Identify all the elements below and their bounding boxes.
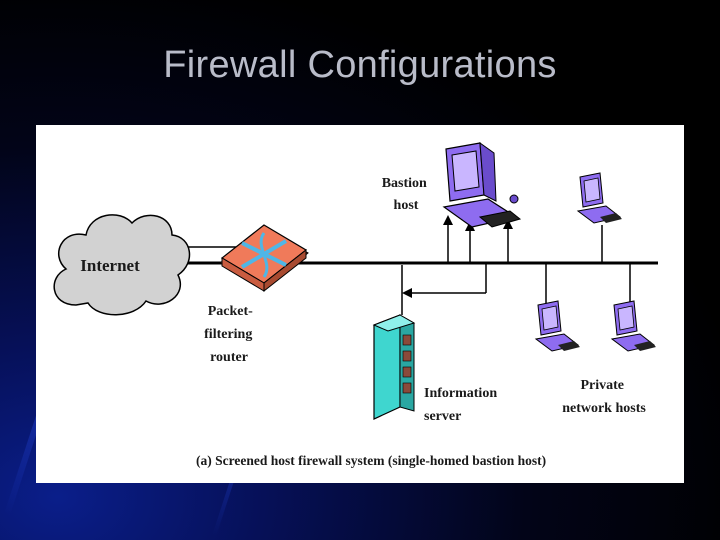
private-hosts-label: Private network hosts [562,378,646,416]
packet-filtering-router: Packet- filtering router [204,224,309,365]
private-host-workstation-2 [534,300,580,352]
slide-title: Firewall Configurations [163,44,557,86]
bastion-label: Bastion host [382,176,431,213]
diagram-panel: Internet Packet- filtering router [36,125,684,483]
bastion-host-workstation [442,141,522,228]
diagram-caption: (a) Screened host firewall system (singl… [196,453,546,468]
internet-label: Internet [80,256,140,275]
info-server-label: Information server [424,386,501,424]
router-label: Packet- filtering router [204,304,256,365]
network-diagram: Internet Packet- filtering router [53,141,658,468]
private-host-workstation-3 [610,300,656,352]
private-host-workstation-1 [576,172,622,224]
internet-cloud: Internet [53,214,191,316]
information-server [372,314,416,420]
